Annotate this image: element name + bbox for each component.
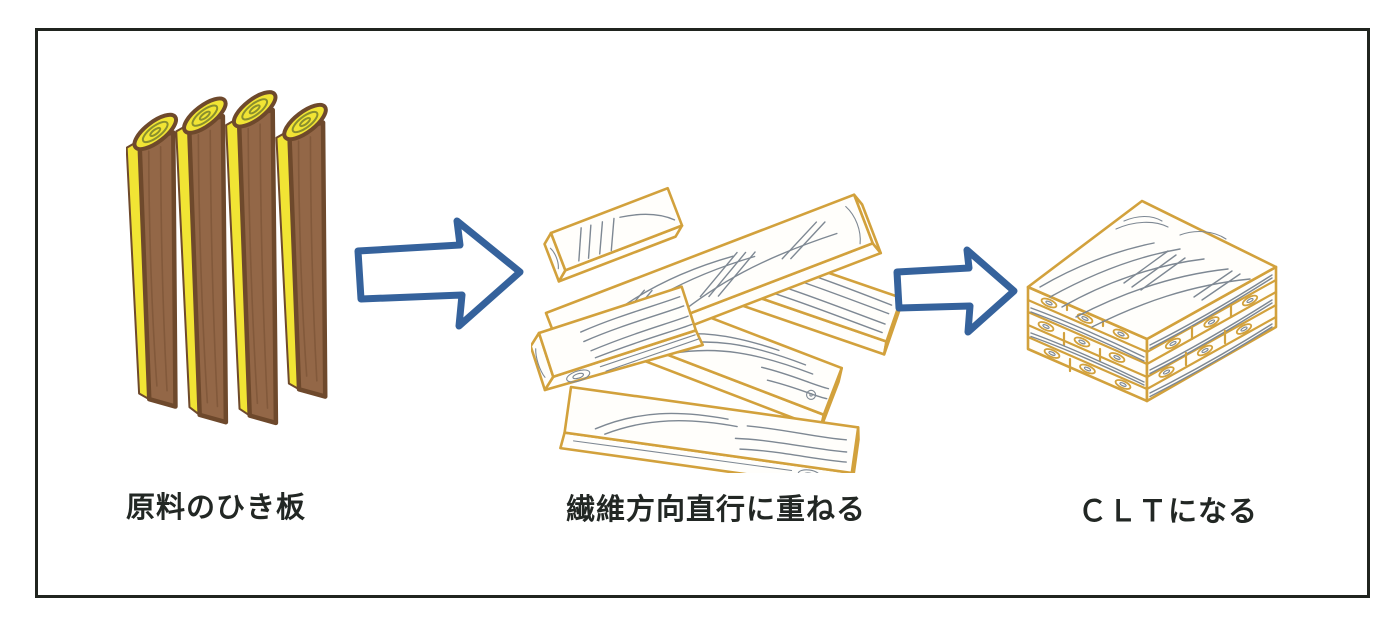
step-label-clt: ＣＬＴになる bbox=[1078, 496, 1259, 528]
board bbox=[126, 112, 179, 409]
arrow-right-icon bbox=[354, 217, 524, 330]
clt-top-face bbox=[1026, 199, 1278, 341]
plank bbox=[559, 385, 860, 473]
plank bbox=[531, 285, 705, 392]
step-label-cross-stack: 繊維方向直行に重ねる bbox=[566, 494, 867, 526]
step-label-raw-boards: 原料のひき板 bbox=[126, 492, 307, 524]
diagram-border: 原料のひき板 繊維方向直行に重ねる ＣＬＴになる bbox=[35, 28, 1370, 598]
clt-left-face bbox=[1026, 285, 1149, 403]
clt-panel bbox=[1026, 199, 1278, 403]
sawn-boards-illustration bbox=[126, 90, 328, 426]
arrow-right-icon bbox=[893, 246, 1018, 336]
board bbox=[175, 96, 229, 425]
board bbox=[275, 102, 328, 399]
board bbox=[225, 90, 279, 426]
crossed-planks-illustration bbox=[531, 186, 903, 473]
board-stack bbox=[126, 90, 328, 426]
plank bbox=[543, 186, 684, 283]
clt-panel-illustration bbox=[1026, 199, 1278, 403]
